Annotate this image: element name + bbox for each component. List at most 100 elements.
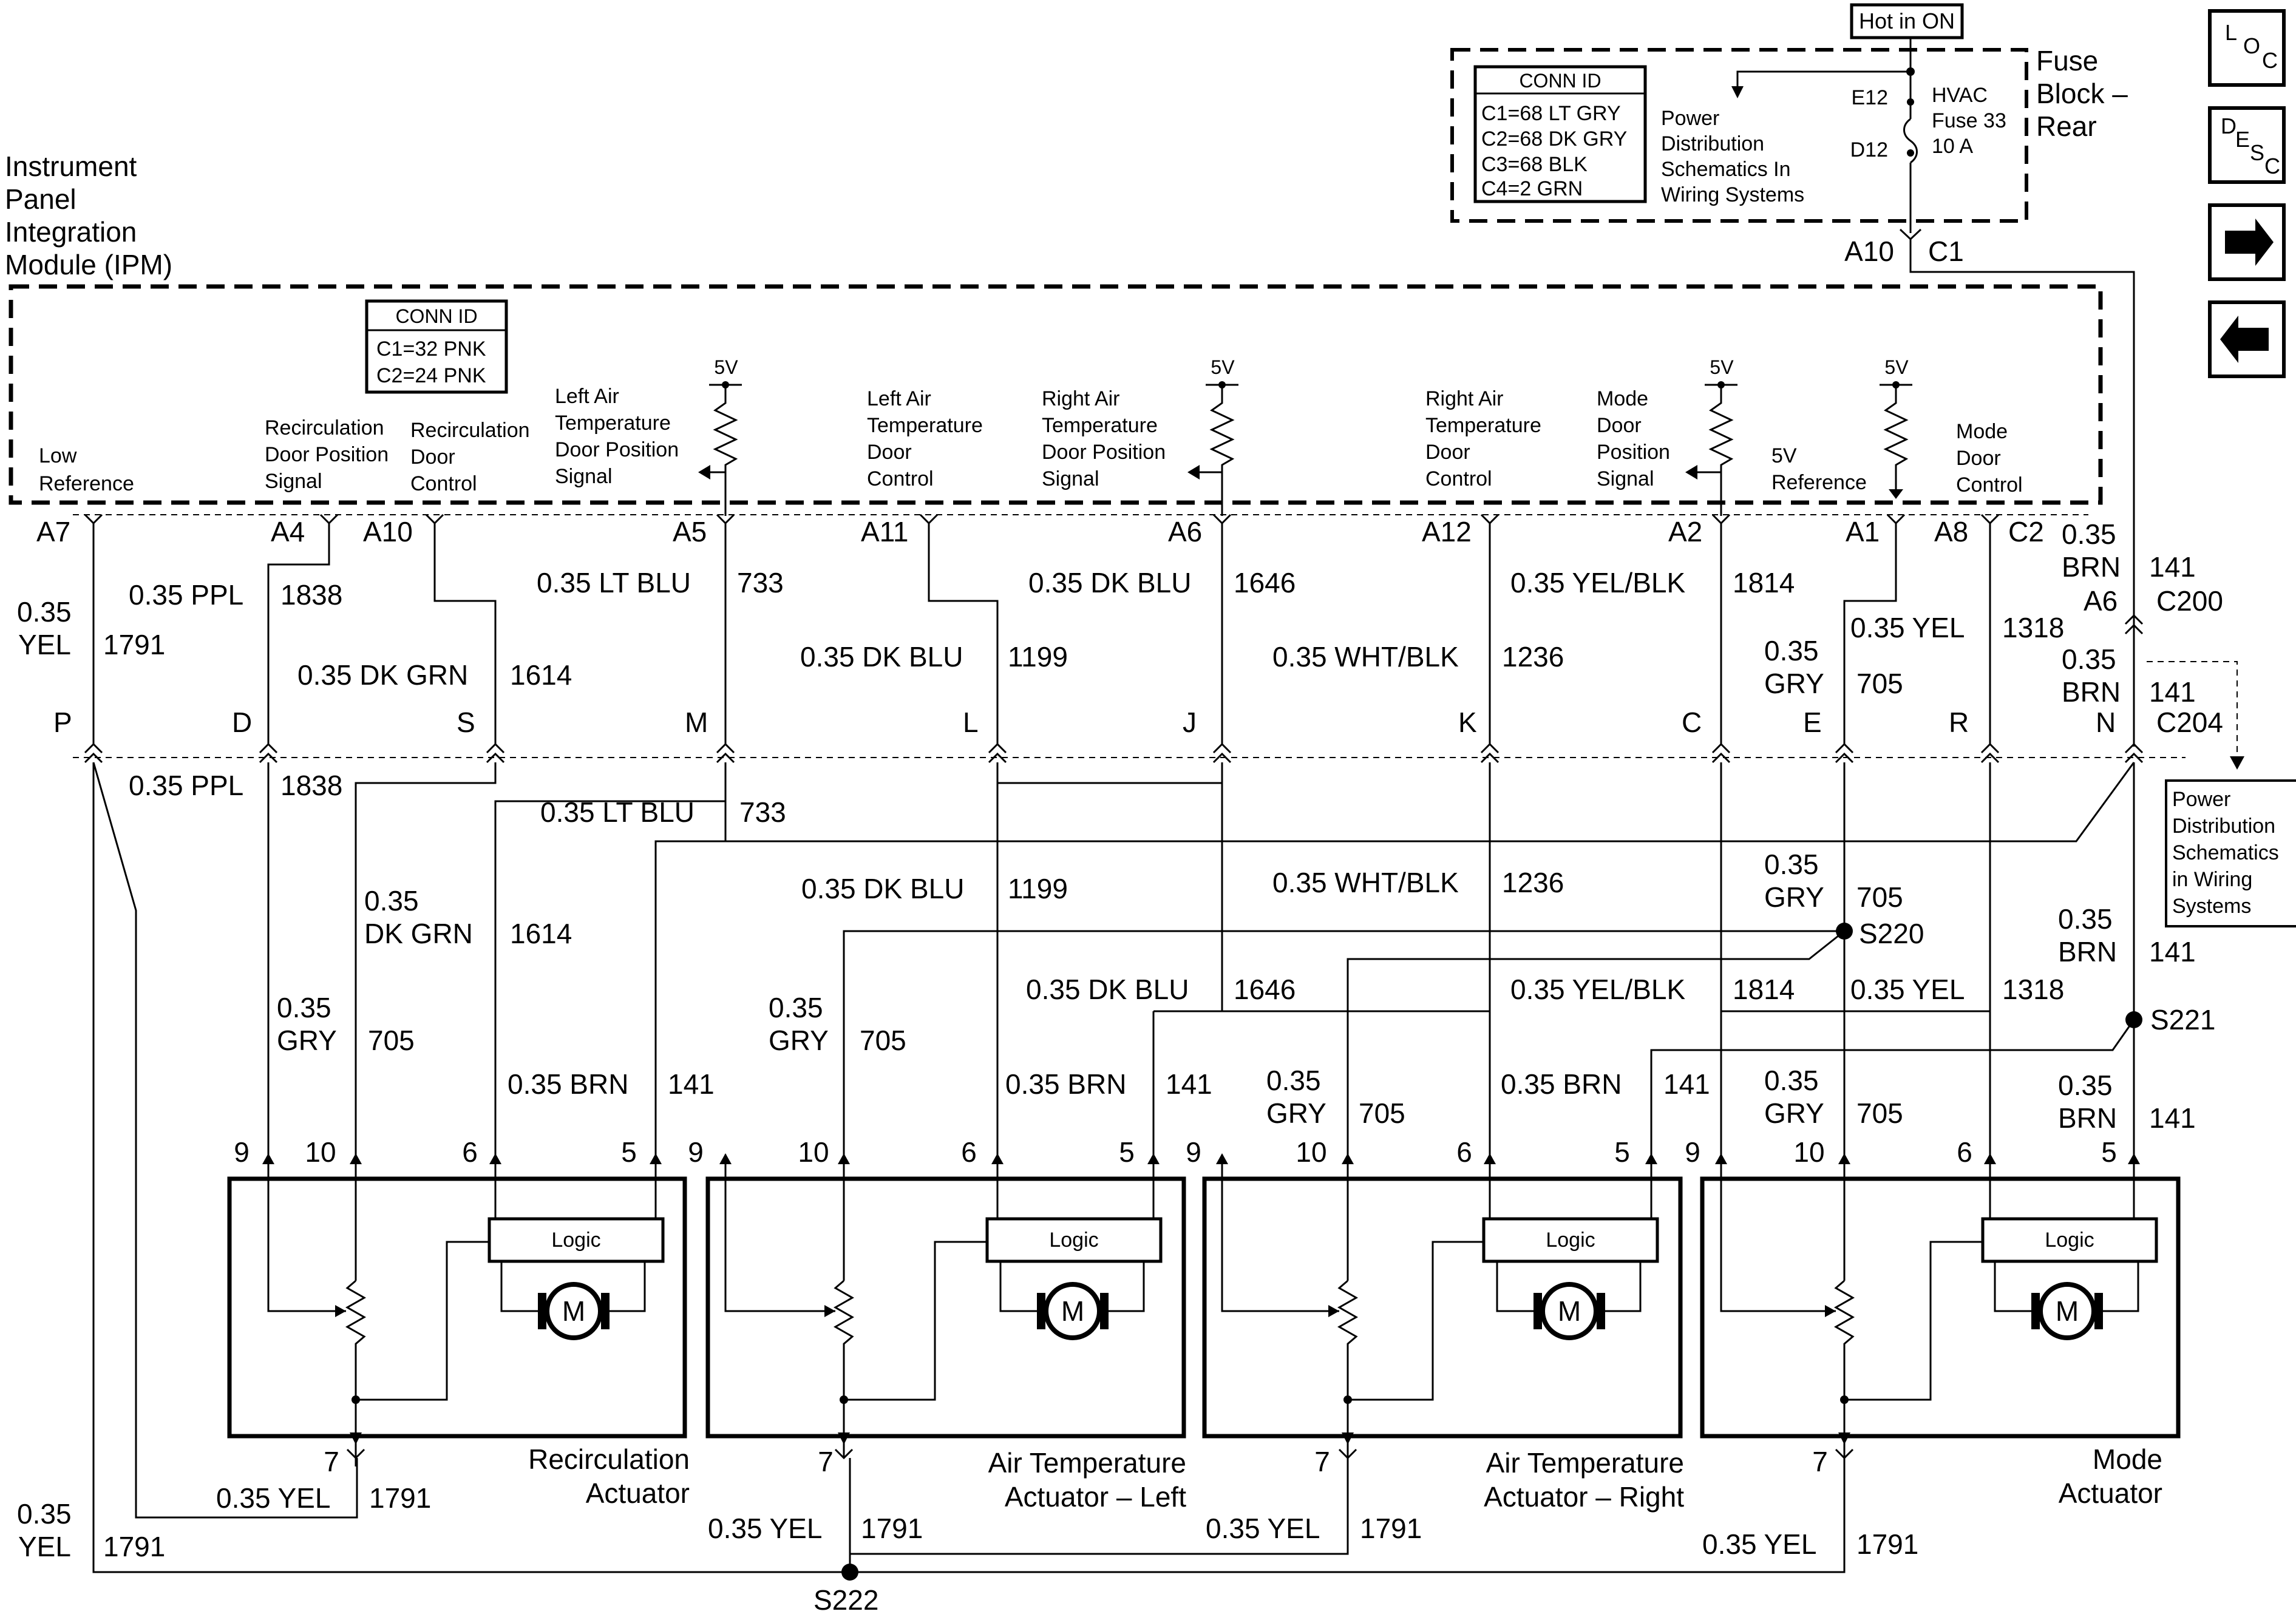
wire-gry-size: 0.35 bbox=[1764, 849, 1819, 880]
c204-pin-n: N bbox=[2096, 707, 2116, 738]
ipm-label-recirc-ctrl: Recirculation bbox=[410, 419, 530, 442]
svg-text:L: L bbox=[2225, 20, 2237, 45]
power-dist-ref-line: Power bbox=[2172, 788, 2230, 811]
splice-s221: S221 bbox=[2150, 1004, 2215, 1036]
wire-circuit-1791: 1791 bbox=[103, 629, 165, 660]
actuator-title-line: Mode bbox=[2093, 1443, 2162, 1475]
ipm-label-mode-ctrl: Control bbox=[1956, 473, 2023, 497]
fuse-label-line: 10 A bbox=[1932, 135, 1973, 158]
ipm-outline bbox=[8, 284, 2103, 505]
air-temperature-actuator-right: 9 10 6 5 7 Logic M Air Temperature Actua… bbox=[1186, 1136, 1684, 1513]
splice-s222-dot bbox=[841, 1564, 858, 1581]
fuse-power-dist-line: Distribution bbox=[1661, 132, 1764, 155]
ipm-title-line: Instrument bbox=[5, 151, 137, 182]
actuator-title-line: Actuator bbox=[586, 1477, 690, 1509]
wire-circuit-141: 141 bbox=[1663, 1068, 1710, 1100]
ipm-label-mode-pos: Position bbox=[1597, 441, 1670, 464]
pin-c2: C2 bbox=[2008, 516, 2044, 547]
wire-yel-size: 0.35 bbox=[17, 1498, 72, 1530]
wire-circuit-705: 705 bbox=[368, 1025, 415, 1056]
wire-circuit-1614: 1614 bbox=[510, 918, 572, 949]
c200-label: C200 bbox=[2156, 585, 2223, 617]
wire-gry-color: GRY bbox=[1764, 1097, 1824, 1129]
wire-dkblu-label: 0.35 DK BLU bbox=[800, 641, 963, 673]
wire-ltblu-label: 0.35 LT BLU bbox=[537, 567, 691, 598]
svg-text:9: 9 bbox=[1186, 1136, 1201, 1168]
wire-gry-color: GRY bbox=[1764, 668, 1824, 699]
ipm-label-rat-pos: Signal bbox=[1042, 467, 1099, 490]
fuse-block-title-line: Block – bbox=[2036, 78, 2128, 109]
ipm-label-lat-ctrl: Left Air bbox=[867, 387, 931, 410]
logic-label: Logic bbox=[1049, 1229, 1098, 1252]
ipm-label-low-ref: Reference bbox=[39, 472, 134, 495]
wire-circuit-1838: 1838 bbox=[280, 770, 342, 801]
wire-gry-size: 0.35 bbox=[277, 992, 331, 1023]
wire-brn-size: 0.35 bbox=[2062, 643, 2116, 675]
wire-brn-color: BRN bbox=[2062, 551, 2121, 583]
terminal-e12: E12 bbox=[1852, 86, 1889, 109]
fuse-block-title-line: Rear bbox=[2036, 110, 2097, 142]
wire-yel-label: 0.35 YEL bbox=[1206, 1513, 1320, 1544]
ipm-label-mode-pos: Mode bbox=[1597, 387, 1648, 410]
description-button[interactable]: D E S C bbox=[2208, 106, 2286, 184]
svg-text:5: 5 bbox=[1119, 1136, 1135, 1168]
ipm-label-mode-pos: Signal bbox=[1597, 467, 1654, 490]
svg-text:5V: 5V bbox=[1884, 356, 1909, 378]
wire-brn-color: BRN bbox=[2058, 936, 2117, 968]
ipm-label-lat-ctrl: Temperature bbox=[867, 414, 983, 437]
actuator-title-line: Actuator – Right bbox=[1484, 1481, 1684, 1513]
wire-brn-size: 0.35 bbox=[2058, 1070, 2113, 1101]
svg-text:6: 6 bbox=[462, 1136, 478, 1168]
wire-circuit-1646: 1646 bbox=[1234, 974, 1296, 1005]
pin-a10: A10 bbox=[363, 516, 413, 547]
svg-text:M: M bbox=[2056, 1295, 2079, 1327]
svg-text:5: 5 bbox=[2101, 1136, 2117, 1168]
recirculation-actuator: 9 10 6 5 7 Logic M Recirculation Actuato… bbox=[227, 1136, 690, 1509]
pin-a5: A5 bbox=[673, 516, 707, 547]
hot-in-on-label: Hot in ON bbox=[1859, 8, 1955, 33]
pin-a8: A8 bbox=[1934, 516, 1968, 547]
svg-text:7: 7 bbox=[1314, 1446, 1330, 1477]
ipm-label-5v-ref: 5V bbox=[1771, 444, 1797, 467]
svg-text:M: M bbox=[1061, 1295, 1084, 1327]
c204-pin-m: M bbox=[685, 707, 708, 738]
wire-gry-size: 0.35 bbox=[1764, 1065, 1819, 1096]
fuse-term-a10: A10 bbox=[1844, 236, 1894, 267]
wire-dkgrn-color: DK GRN bbox=[364, 918, 473, 949]
wire-yel-label: 0.35 YEL bbox=[1850, 612, 1965, 643]
fuse-power-dist-line: Wiring Systems bbox=[1661, 183, 1804, 206]
actuator-title-line: Air Temperature bbox=[988, 1447, 1186, 1479]
ipm-title-line: Panel bbox=[5, 183, 76, 215]
wire-brn-color: BRN bbox=[2062, 676, 2121, 708]
ipm-label-rat-pos: Right Air bbox=[1042, 387, 1120, 410]
c204-pin-p: P bbox=[53, 707, 72, 738]
svg-text:C: C bbox=[2264, 154, 2280, 178]
fuse-block-outline bbox=[1450, 48, 2028, 223]
forward-arrow-button[interactable] bbox=[2208, 203, 2286, 281]
c204-label: C204 bbox=[2156, 707, 2223, 738]
ipm-label-lat-pos: Temperature bbox=[555, 412, 671, 435]
location-button[interactable]: L O C bbox=[2208, 9, 2286, 87]
wire-ppl-label: 0.35 PPL bbox=[129, 579, 243, 611]
pullup-5v-a1: 5V bbox=[1880, 356, 1912, 499]
svg-text:10: 10 bbox=[305, 1136, 336, 1168]
wire-yel-size: 0.35 bbox=[17, 596, 72, 628]
svg-text:M: M bbox=[1558, 1295, 1581, 1327]
pin-a2: A2 bbox=[1668, 516, 1702, 547]
svg-text:M: M bbox=[562, 1295, 585, 1327]
ipm-conn-id-box bbox=[365, 299, 508, 394]
wire-circuit-705: 705 bbox=[860, 1025, 906, 1056]
wire-yel-label: 0.35 YEL bbox=[708, 1513, 822, 1544]
ipm-label-lat-ctrl: Control bbox=[867, 467, 934, 490]
back-arrow-button[interactable] bbox=[2208, 300, 2286, 378]
wire-circuit-1236: 1236 bbox=[1502, 641, 1564, 673]
mode-actuator: 9 10 6 5 7 Logic M Mode Actuator bbox=[1685, 1136, 2181, 1509]
wire-circuit-1838: 1838 bbox=[280, 579, 342, 611]
wire-circuit-141: 141 bbox=[2149, 936, 2196, 968]
wire-circuit-1199: 1199 bbox=[1008, 873, 1068, 904]
pin-a7: A7 bbox=[36, 516, 70, 547]
ipm-label-5v-ref: Reference bbox=[1771, 471, 1867, 494]
svg-text:6: 6 bbox=[961, 1136, 977, 1168]
c204-pin-e: E bbox=[1803, 707, 1822, 738]
splice-s221-dot bbox=[2125, 1011, 2142, 1028]
